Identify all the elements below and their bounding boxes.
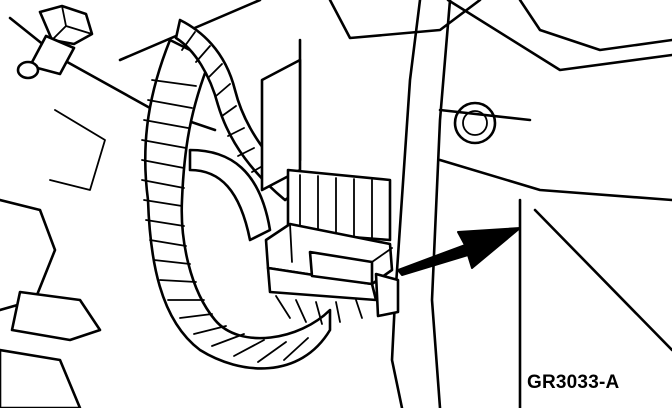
electrical-connector xyxy=(264,222,400,325)
arrow-pointer-icon xyxy=(397,227,521,276)
figure-reference-code: GR3033-A xyxy=(527,372,620,393)
lower-left-bracket xyxy=(0,109,106,408)
mounting-hole xyxy=(453,101,497,145)
bolt-with-nut xyxy=(16,4,94,80)
wiring-harness xyxy=(141,18,332,370)
relay-housing xyxy=(260,58,392,242)
